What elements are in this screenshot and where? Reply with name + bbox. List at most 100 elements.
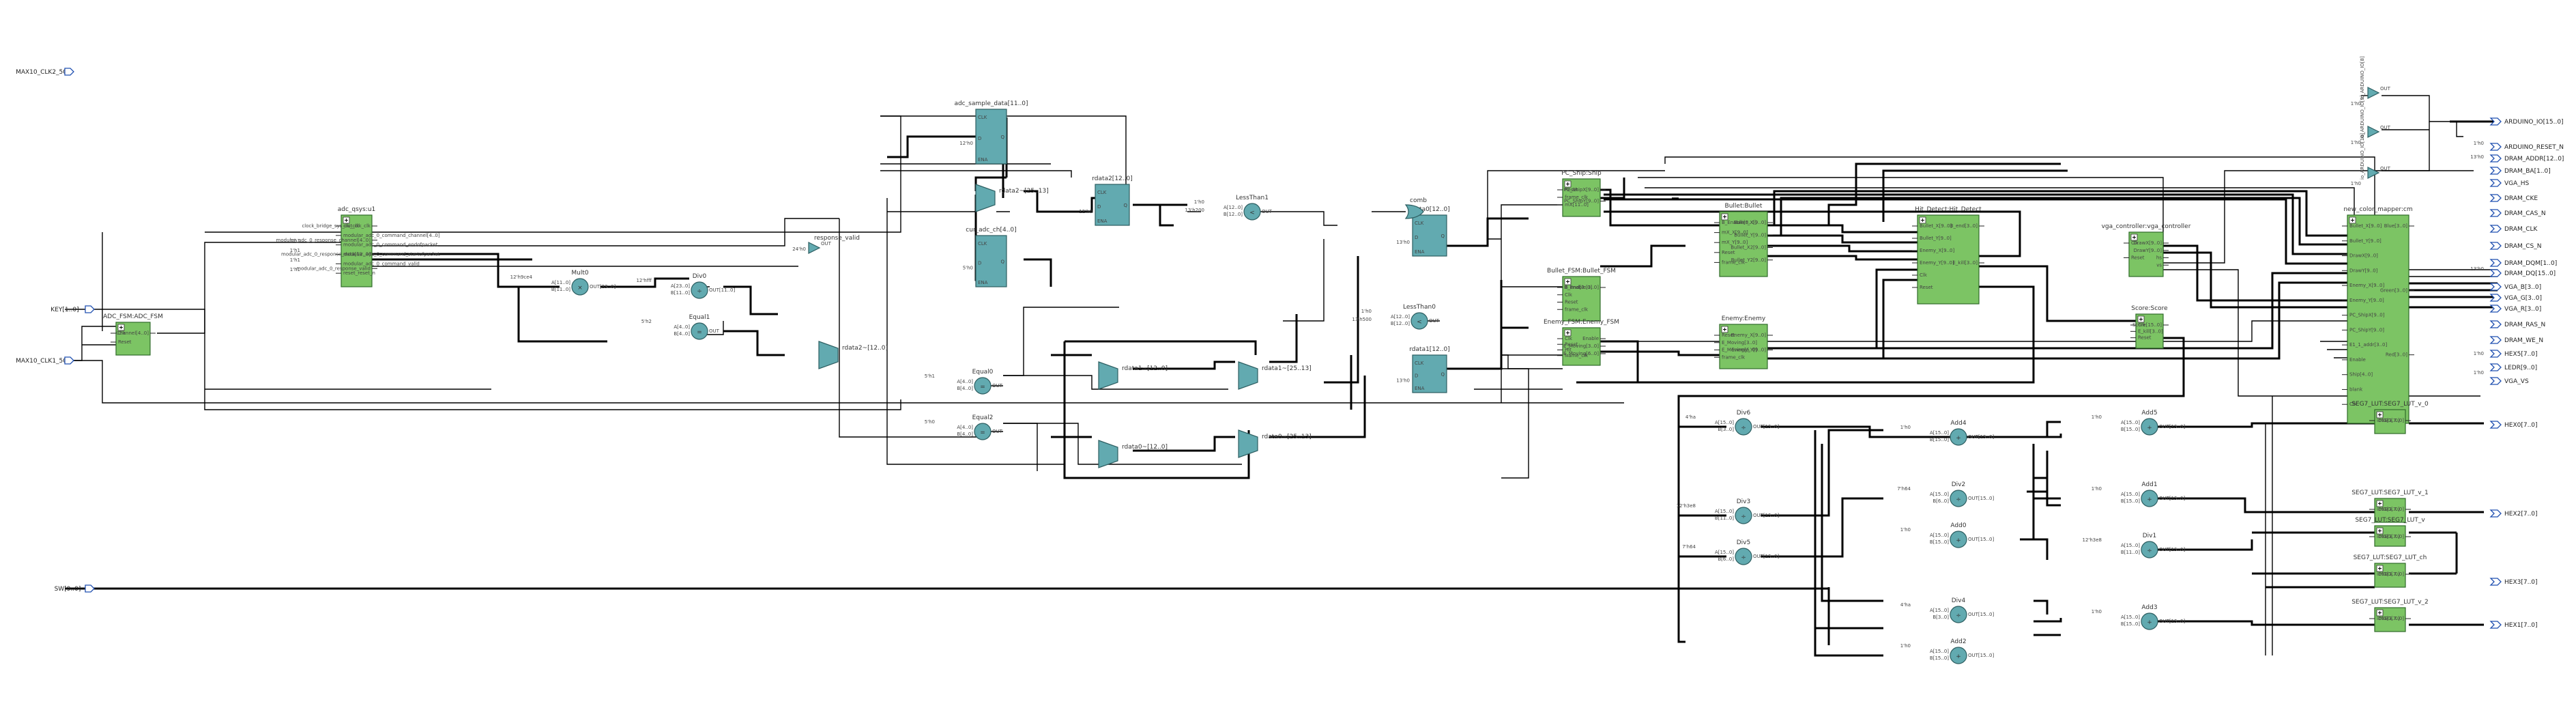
bullet-fsm-module[interactable]: Bullet_FSM:Bullet_FSMB_end[3..0]ClkReset… — [1547, 268, 1616, 322]
module-input-port: Bullet_X[9..0] — [1920, 223, 1952, 229]
div5-operator[interactable]: Div5÷A[15..0]B[6..0]OUT[15..0]7'h64 — [1682, 539, 1779, 565]
hit-detect-module[interactable]: Hit_Detect:Hit_DetectBullet_X[9..0]Bulle… — [1912, 206, 1984, 305]
out-arduino-reset-pin[interactable]: ARDUINO_RESET_N — [2489, 143, 2564, 151]
operator-title: Div4 — [1952, 597, 1966, 604]
in-max10-clk2-pin[interactable]: MAX10_CLK2_50 — [16, 68, 74, 76]
pin-label: DRAM_RAS_N — [2504, 322, 2545, 328]
rdata1-mux0-mux[interactable]: rdata1~[12..0] — [1098, 361, 1168, 390]
bullet-module[interactable]: Bullet:BulletB_Enable[3..0]mX_X[9..0]mX_… — [1714, 203, 1773, 277]
module-input-port: Bullet_Y[9..0] — [2349, 238, 2382, 244]
out-hex1-pin[interactable]: HEX1[7..0] — [2489, 621, 2538, 629]
seg-0-module[interactable]: SEG7_LUT:SEG7_LUT_v_0iDIG[3..0]oSEG[7..0… — [2351, 401, 2429, 434]
out-vga-r-pin[interactable]: VGA_R[3..0] — [2489, 305, 2541, 313]
out-dram-addr-pin[interactable]: DRAM_ADDR[12..0] — [2489, 154, 2564, 163]
module-input-port: iDIG[3..0] — [2377, 507, 2400, 512]
out-dram-ba-pin[interactable]: DRAM_BA[1..0] — [2489, 167, 2551, 175]
add3-operator[interactable]: Add3+A[15..0]B[15..0]OUT[15..0]1'h0 — [2092, 604, 2186, 630]
div1-operator[interactable]: Div1÷A[15..0]B[11..0]OUT[15..0]12'h3e8 — [2083, 533, 2186, 559]
in-max10-clk1-pin[interactable]: MAX10_CLK1_50 — [16, 356, 74, 365]
const-value: 12'hfff — [636, 278, 652, 283]
out-dram-we-pin[interactable]: DRAM_WE_N — [2489, 336, 2543, 344]
rdata0-mux0-mux[interactable]: rdata0~[12..0] — [1098, 440, 1168, 468]
in-sw-pin[interactable]: SW[9..0] — [55, 584, 95, 593]
rdata2-mux-mux[interactable]: rdata2~[25..13] — [975, 184, 1049, 212]
pin-label: ARDUINO_RESET_N — [2504, 144, 2564, 151]
div6-operator[interactable]: Div6÷A[15..0]B[3..0]OUT[15..0]4'ha — [1685, 410, 1780, 436]
add2-operator[interactable]: Add2+A[15..0]B[15..0]OUT[15..0]1'h0 — [1900, 638, 1995, 664]
color-mapper-module[interactable]: new_color_mapper:cmBullet_X[9..0]Bullet_… — [2342, 206, 2414, 424]
out-vga-b-pin[interactable]: VGA_B[3..0] — [2489, 283, 2541, 291]
out-hex0-pin[interactable]: HEX0[7..0] — [2489, 421, 2538, 429]
add1-operator[interactable]: Add1+A[15..0]B[15..0]OUT[15..0]1'h0 — [2092, 481, 2186, 507]
mult0-operator[interactable]: Mult0×A[11..0]B[11..0]OUT[23..0]12'h9ce4 — [510, 270, 616, 296]
in-key-pin[interactable]: KEY[1..0] — [50, 305, 95, 313]
operator-input: B[11..0] — [2121, 550, 2140, 555]
out-dram-cs-pin[interactable]: DRAM_CS_N — [2489, 242, 2541, 250]
out-dram-ras-pin[interactable]: DRAM_RAS_N — [2489, 320, 2545, 328]
module-output-port: clock_bridge_sys_out_clk_clk — [302, 223, 371, 229]
module-input-port: iDIG[3..0] — [2377, 571, 2400, 577]
out-dram-dq-pin[interactable]: DRAM_DQ[15..0] — [2489, 269, 2556, 277]
module-input-port: PC_ShipX[9..0] — [2349, 313, 2385, 318]
rdata2-mux0-mux[interactable]: rdata2~[12..0] — [818, 341, 888, 369]
out-arduino-io-pin[interactable]: ARDUINO_IO[15..0] — [2489, 117, 2564, 126]
out-vga-hs-pin[interactable]: VGA_HS — [2489, 179, 2530, 187]
module-input-port: Hit — [1565, 348, 1572, 353]
seg-1-module[interactable]: SEG7_LUT:SEG7_LUT_v_1iDIG[3..0]oSEG[7..0… — [2351, 490, 2429, 523]
div2-operator[interactable]: Div2÷A[15..0]B[6..0]OUT[15..0]7'h64 — [1897, 481, 1994, 507]
out-vga-g-pin[interactable]: VGA_G[3..0] — [2489, 294, 2542, 302]
out-vga-vs-pin[interactable]: VGA_VS — [2489, 377, 2529, 385]
plus-glyph — [345, 218, 348, 222]
add5-operator[interactable]: Add5+A[15..0]B[15..0]OUT[15..0]1'h0 — [2092, 410, 2186, 436]
out-hex3-pin[interactable]: HEX3[7..0] — [2489, 578, 2538, 586]
register-port: ENA — [1415, 249, 1425, 255]
seg-2-module[interactable]: SEG7_LUT:SEG7_LUT_v_2iDIG[3..0]oSEG[7..0… — [2351, 599, 2429, 632]
vga-ctrl-module[interactable]: vga_controller:vga_controllerClkResetDra… — [2102, 223, 2191, 277]
module-input-port: iDIG[3..0] — [2377, 534, 2400, 539]
out-hex5-pin[interactable]: HEX5[7..0] — [2489, 350, 2538, 358]
module-output-port: Bullet_X2[9..0] — [1731, 245, 1766, 251]
out-dram-cas-pin[interactable]: DRAM_CAS_N — [2489, 209, 2546, 217]
div0-operator[interactable]: Div0÷A[23..0]B[11..0]OUT[11..0]12'hfff — [636, 273, 735, 299]
pc-ship-module[interactable]: PC_Ship:ShipResetframe_clkmX[11..0]PC_Sh… — [1557, 170, 1606, 217]
div3-operator[interactable]: Div3÷A[15..0]B[11..0]OUT[15..0]12'h3e8 — [1677, 498, 1780, 524]
operator-input: A[4..0] — [957, 379, 973, 384]
rdata1-mux-mux[interactable]: rdata1~[25..13] — [1238, 361, 1312, 390]
add0-operator[interactable]: Add0+A[15..0]B[15..0]OUT[15..0]1'h0 — [1900, 522, 1995, 548]
output-pin-icon — [2489, 194, 2502, 202]
out-dram-dqm-pin[interactable]: DRAM_DQM[1..0] — [2489, 259, 2557, 267]
module-output-port: oSEG[7..0] — [2379, 418, 2405, 423]
out-ledr-pin[interactable]: LEDR[9..0] — [2489, 363, 2537, 371]
mux-title: rdata1~[25..13] — [1262, 365, 1312, 372]
enemy-fsm-module[interactable]: Enemy_FSM:Enemy_FSMClkResetHitframe_clkE… — [1544, 319, 1619, 366]
out-dram-clk-pin[interactable]: DRAM_CLK — [2489, 225, 2538, 233]
enemy-module[interactable]: Enemy:EnemyResetE_Moving[3..0]E_Moving[6… — [1714, 315, 1773, 369]
out-dram-cke-pin[interactable]: DRAM_CKE — [2489, 194, 2538, 202]
operator-input: A[4..0] — [674, 324, 690, 330]
div4-operator[interactable]: Div4÷A[15..0]B[3..0]OUT[15..0]4'ha — [1900, 597, 1995, 623]
adc-qsys-module[interactable]: adc_qsys:u1clk_clkmodular_adc_0_command_… — [276, 206, 440, 287]
rdata0-mux-mux[interactable]: rdata0~[25..13] — [1238, 429, 1312, 458]
comb-gate[interactable]: comb — [1404, 197, 1427, 219]
out-hex2-pin[interactable]: HEX2[7..0] — [2489, 509, 2538, 518]
add4-operator[interactable]: Add4+A[15..0]B[15..0]OUT[15..0]1'h0 — [1900, 420, 1995, 446]
const-value: 12'h3e8 — [2083, 537, 2102, 543]
score-module[interactable]: Score:ScoreClkE_kill[3..0]ResetScore[15.… — [2130, 305, 2169, 349]
